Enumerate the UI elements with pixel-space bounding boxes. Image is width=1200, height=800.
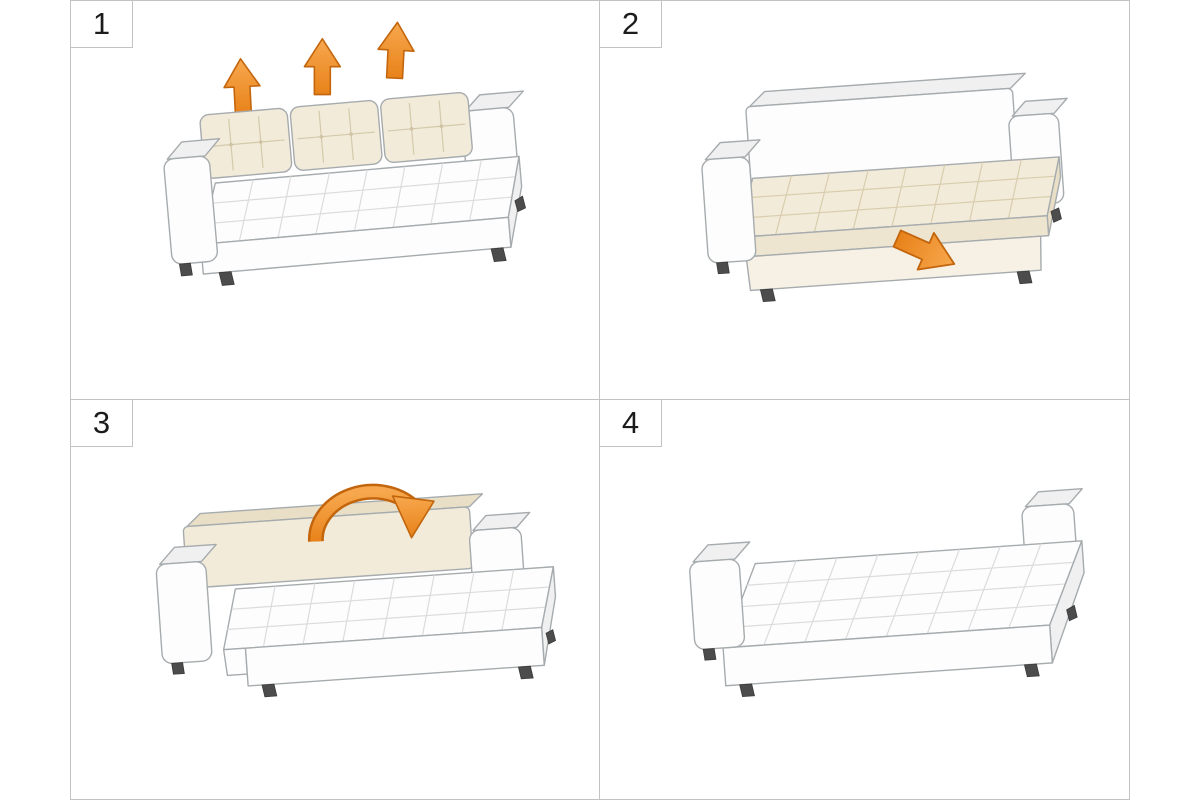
base-front	[222, 647, 248, 677]
step-number-box: 1	[71, 1, 133, 48]
sofa-drawing	[701, 72, 1068, 303]
legs	[716, 207, 1062, 303]
back-cushion	[199, 107, 293, 179]
step-panel-3: 3	[71, 400, 600, 799]
left-armrest	[689, 541, 751, 650]
pull-out-box-front	[722, 624, 1054, 687]
step-panel-4: 4	[600, 400, 1129, 799]
step-number: 3	[92, 405, 111, 440]
step-number-box: 2	[600, 1, 662, 48]
quilt-lines	[730, 543, 1074, 646]
legs	[171, 629, 557, 698]
illustration-step-1-lift-cushions	[163, 20, 526, 286]
legs	[178, 195, 526, 286]
illustration-step-2-pull-out-base	[701, 72, 1068, 303]
fold-arrow-icon	[307, 483, 435, 542]
step-number-box: 4	[600, 400, 662, 447]
left-armrest	[163, 137, 221, 265]
seat-cushion	[736, 156, 1062, 259]
extended-seat	[222, 566, 557, 687]
up-arrow-icon	[221, 57, 263, 117]
step-panel-1: 1	[71, 1, 600, 400]
illustration-step-3-fold-backrest	[155, 483, 557, 698]
sofa-drawing	[689, 488, 1085, 698]
back-cushions	[199, 92, 473, 179]
pull-out-box-front	[244, 626, 545, 687]
step-number-box: 3	[71, 400, 133, 447]
quilt-lines	[205, 159, 516, 242]
step-number: 1	[92, 6, 111, 41]
step-panel-2: 2	[600, 1, 1129, 400]
illustration-step-4-flat-bed	[689, 488, 1085, 698]
step-number: 4	[621, 405, 640, 440]
legs	[702, 604, 1078, 698]
step-number: 2	[621, 6, 640, 41]
up-arrow-icon	[375, 20, 417, 80]
up-arrow-icon	[303, 37, 342, 96]
pull-out-box-front	[745, 235, 1042, 292]
steps-grid: 1	[70, 0, 1130, 800]
sofa-drawing	[163, 20, 526, 286]
back-cushion	[289, 99, 383, 171]
left-armrest	[701, 139, 761, 264]
mattress	[722, 540, 1085, 687]
quilt-lines	[742, 159, 1056, 235]
left-armrest	[155, 543, 217, 665]
seat	[200, 155, 523, 275]
back-cushion	[380, 92, 473, 164]
sofa-drawing	[155, 483, 557, 698]
quilt-lines	[227, 569, 550, 648]
